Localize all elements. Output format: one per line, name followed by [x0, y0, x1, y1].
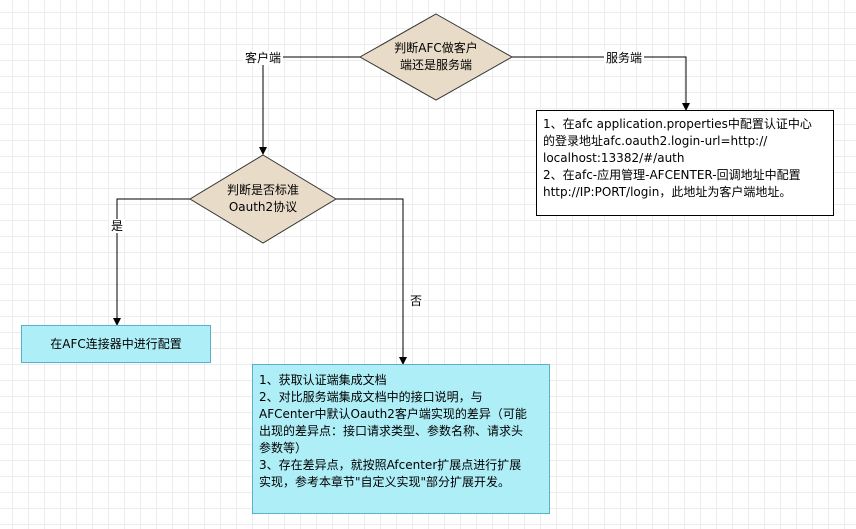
edge-yes [113, 198, 190, 326]
decision-oauth2[interactable]: 判断是否标准 Oauth2协议 [203, 182, 323, 216]
custom-implementation-line: 2、对比服务端集成文档中的接口说明，与 [259, 390, 483, 404]
custom-implementation-line: 实现，参考本章节"自定义实现"部分扩展开发。 [259, 475, 511, 489]
decision-afc-role[interactable]: 判断AFC做客户 端还是服务端 [375, 40, 497, 74]
edge-label-server: 服务端 [604, 51, 645, 65]
custom-implementation-line: 1、获取认证端集成文档 [259, 373, 387, 387]
edge-no [336, 198, 407, 365]
connector-config-box[interactable]: 在AFC连接器中进行配置 [21, 325, 211, 363]
decision-afc-role-shape[interactable] [358, 13, 514, 101]
edge-server [512, 56, 690, 111]
decision-afc-role-line2: 端还是服务端 [399, 58, 472, 72]
decision-afc-role-line1: 判断AFC做客户 [394, 41, 478, 55]
custom-implementation-line: 出现的差异点：接口请求类型、参数名称、请求头 [259, 424, 524, 438]
custom-implementation-line: 3、存在差异点，就按照Afcenter扩展点进行扩展 [259, 458, 522, 472]
custom-implementation-line: AFCenter中默认Oauth2客户端实现的差异（可能 [259, 407, 527, 421]
edge-label-client: 客户端 [243, 51, 284, 65]
server-config-line: 的登录地址afc.oauth2.login-url=http:// [543, 134, 768, 148]
decision-oauth2-shape[interactable] [189, 154, 337, 244]
connector-config-text: 在AFC连接器中进行配置 [50, 336, 182, 351]
server-config-box[interactable]: 1、在afc application.properties中配置认证中心 的登录… [536, 110, 834, 216]
server-config-line: 2、在afc-应用管理-AFCENTER-回调地址中配置 [543, 168, 801, 182]
server-config-line: http://IP:PORT/login，此地址为客户端地址。 [543, 185, 792, 199]
custom-implementation-box[interactable]: 1、获取认证端集成文档 2、对比服务端集成文档中的接口说明，与 AFCenter… [252, 364, 550, 514]
edge-label-no: 否 [408, 294, 425, 308]
custom-implementation-line: 参数等） [259, 441, 308, 455]
server-config-line: localhost:13382/#/auth [543, 151, 685, 165]
decision-oauth2-line2: Oauth2协议 [228, 200, 298, 214]
decision-oauth2-line1: 判断是否标准 [226, 183, 299, 197]
edge-label-yes: 是 [109, 219, 126, 233]
edge-client [259, 56, 360, 155]
server-config-line: 1、在afc application.properties中配置认证中心 [543, 117, 812, 131]
